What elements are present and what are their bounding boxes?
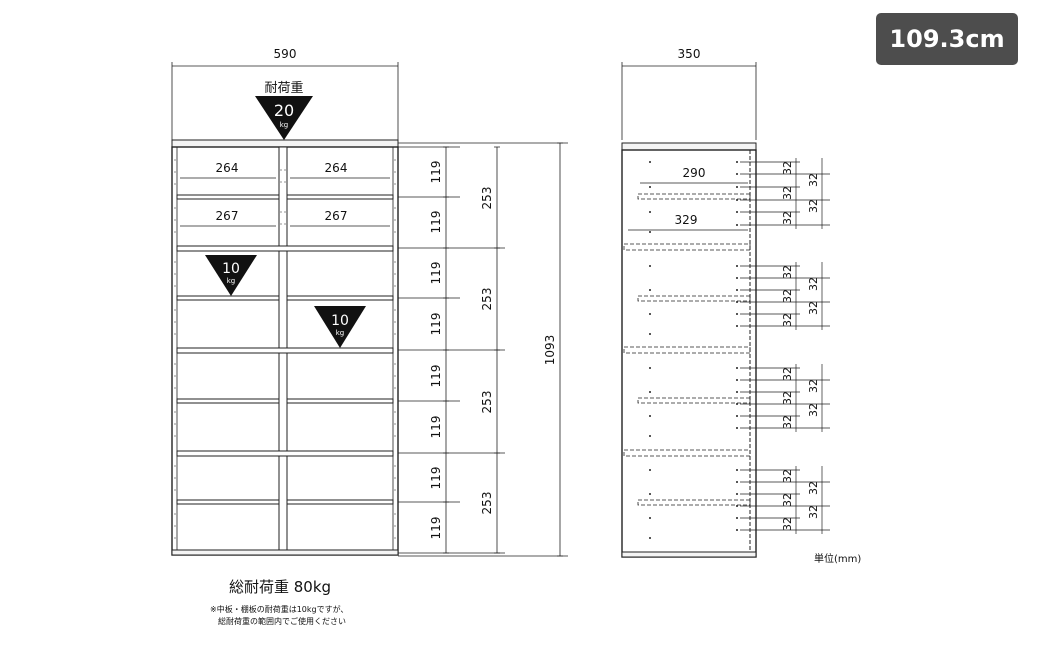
front-view	[171, 62, 568, 557]
pitch-label: 32	[781, 161, 794, 175]
top-load-value: 20	[274, 101, 294, 120]
top-load-indicator: 耐荷重 20 kg	[255, 80, 313, 140]
pitch-label: 32	[781, 186, 794, 200]
pitch-label: 32	[807, 403, 820, 417]
top-board	[171, 139, 399, 148]
bottom-plinth	[171, 549, 399, 556]
top-load-title: 耐荷重	[264, 80, 303, 96]
shelf-load-value-left: 10	[222, 261, 240, 277]
comp-height-7: 119	[429, 467, 443, 490]
shelf-load-unit-right: kg	[336, 329, 345, 337]
side-labels: 350 290 329	[675, 47, 706, 227]
comp-height-4: 119	[429, 313, 443, 336]
pitch-label: 32	[807, 481, 820, 495]
pitch-label: 32	[807, 301, 820, 315]
section-height-2: 253	[480, 288, 494, 311]
shelf-load-indicator-right: 10 kg	[314, 306, 366, 348]
front-pin-holes	[174, 159, 396, 539]
pitch-label: 32	[781, 313, 794, 327]
shelf-load-indicator-left: 10 kg	[205, 255, 257, 296]
pitch-label: 32	[781, 391, 794, 405]
pitch-label: 32	[781, 493, 794, 507]
inner-width-4: 267	[325, 209, 348, 223]
middle-depth-label: 329	[675, 213, 698, 227]
shelf-load-triangle-right	[314, 306, 366, 348]
pitch-label: 32	[781, 265, 794, 279]
front-labels: 590 264 264 267 267	[216, 47, 348, 223]
shelf-load-unit-left: kg	[227, 277, 236, 285]
comp-height-6: 119	[429, 416, 443, 439]
comp-height-1: 119	[429, 161, 443, 184]
pitch-label: 32	[807, 277, 820, 291]
side-top-board	[621, 142, 757, 151]
pitch-label: 32	[807, 173, 820, 187]
pitch-label: 32	[781, 517, 794, 531]
section-height-3: 253	[480, 391, 494, 414]
section-height-1: 253	[480, 187, 494, 210]
compartment-dims	[398, 142, 568, 557]
pitch-label: 32	[781, 367, 794, 381]
comp-height-8: 119	[429, 517, 443, 540]
width-label: 590	[274, 47, 297, 61]
pitch-label: 32	[781, 289, 794, 303]
shelf-depth-label: 290	[683, 166, 706, 180]
unit-label: 単位(mm)	[814, 554, 862, 565]
pitch-label: 32	[781, 211, 794, 225]
inner-width-2: 264	[325, 161, 348, 175]
pitch-label: 32	[781, 415, 794, 429]
total-height-label: 1093	[543, 335, 557, 366]
load-note-line-1: ※中板・棚板の耐荷重は10kgですが、	[210, 605, 349, 614]
side-frame	[621, 149, 757, 558]
pitch-label: 32	[781, 469, 794, 483]
section-height-4: 253	[480, 492, 494, 515]
load-note-line-2: 総耐荷重の範囲内でご使用ください	[218, 617, 346, 626]
pitch-label: 32	[807, 199, 820, 213]
inner-width-3: 267	[216, 209, 239, 223]
comp-height-3: 119	[429, 262, 443, 285]
side-pin-holes	[649, 161, 738, 539]
pitch-dims	[740, 158, 830, 534]
height-badge: 109.3cm	[876, 13, 1018, 65]
height-labels: 119 119 119 119 119 119 119 119 253 253 …	[429, 161, 557, 540]
side-plinth	[621, 551, 757, 558]
top-load-unit: kg	[280, 121, 289, 129]
shelf-load-value-right: 10	[331, 313, 349, 329]
pitch-label: 32	[807, 379, 820, 393]
side-shelves	[623, 193, 751, 506]
pitch-label: 32	[807, 505, 820, 519]
front-shelves	[176, 194, 394, 505]
depth-label: 350	[678, 47, 701, 61]
inner-width-dims	[180, 177, 390, 227]
top-load-triangle	[255, 96, 313, 140]
shelf-load-triangle-left	[205, 255, 257, 296]
comp-height-5: 119	[429, 365, 443, 388]
pitch-labels: 32 32 32 32 32 32 32 32 32 32 32 32 32 3…	[781, 161, 820, 531]
comp-height-2: 119	[429, 211, 443, 234]
total-load-label: 総耐荷重 80kg	[229, 578, 332, 596]
side-view	[621, 62, 830, 558]
inner-width-1: 264	[216, 161, 239, 175]
